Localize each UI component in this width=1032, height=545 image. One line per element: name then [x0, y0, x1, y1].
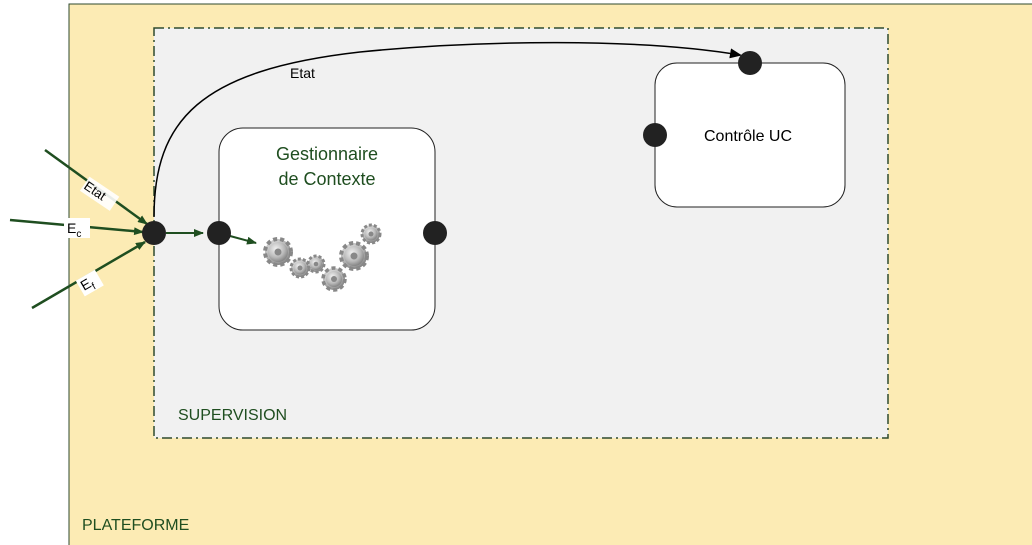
port-to-gears-arrow [229, 235, 257, 245]
etat-label-bg [79, 176, 120, 211]
gestionnaire-output-port [423, 221, 447, 245]
ec-input-label: Ec [67, 220, 81, 240]
gestionnaire-title-line1: Gestionnaire [276, 144, 378, 164]
gestionnaire-title-line2: de Contexte [278, 169, 375, 189]
etat-curve-label: Etat [290, 65, 315, 81]
plateforme-label: PLATEFORME [82, 517, 189, 534]
gears-icon [263, 223, 382, 292]
controle-uc-label: Contrôle UC [704, 128, 792, 145]
controle-uc-left-port [643, 123, 667, 147]
ec-label-bg [64, 218, 90, 238]
supervision-label: SUPERVISION [178, 407, 287, 424]
supervision-input-port [142, 221, 166, 245]
etat-curve-arrow [153, 41, 742, 218]
gestionnaire-input-port [207, 221, 231, 245]
controle-uc-top-port [738, 51, 762, 75]
ef-label-bg [75, 269, 104, 297]
